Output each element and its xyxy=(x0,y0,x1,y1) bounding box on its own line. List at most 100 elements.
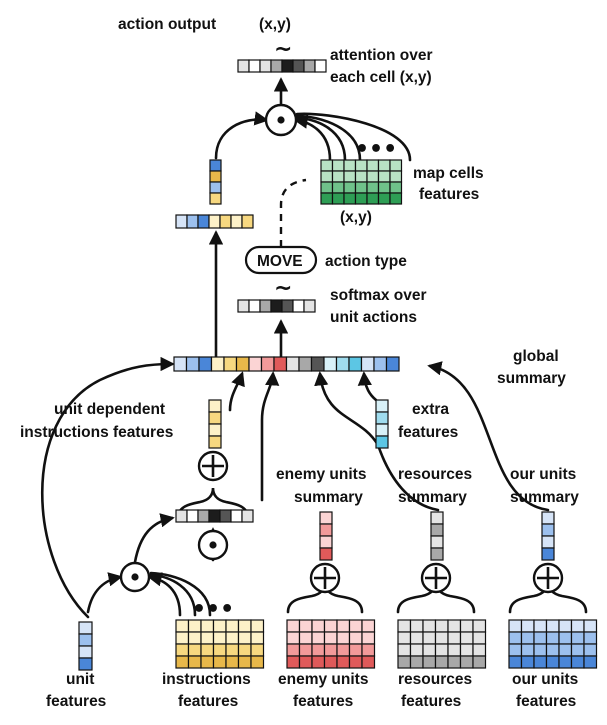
label-softmax-1: softmax over xyxy=(330,287,426,304)
map-cells-cell xyxy=(331,192,345,205)
resources-grid-cell xyxy=(409,643,424,657)
enemy-grid-cell xyxy=(336,631,351,645)
enemy-grid-cell xyxy=(361,643,376,657)
our-units-grid-cell xyxy=(558,643,573,657)
map-cells-cell xyxy=(366,181,380,194)
summary-column-cell xyxy=(209,181,222,194)
label-udi-2: instructions features xyxy=(20,424,173,441)
resources-grid-cell xyxy=(409,655,424,669)
label-extra-2: features xyxy=(398,424,458,441)
label-res-sum-2: summary xyxy=(398,489,467,506)
instructions-grid-cell xyxy=(237,643,252,657)
label-softmax-2: unit actions xyxy=(330,309,417,326)
resources-grid-cell xyxy=(447,643,462,657)
global-summary-cell xyxy=(173,356,188,372)
map-cells-cell xyxy=(320,181,334,194)
resources-grid-cell xyxy=(447,655,462,669)
instruction-attention-vector-cell xyxy=(219,509,232,523)
unit-features-cell xyxy=(78,657,93,671)
enemy-summary-cell xyxy=(319,523,333,537)
unit-features-cell xyxy=(78,621,93,635)
global-summary-cell xyxy=(335,356,350,372)
enemy-grid-cell xyxy=(323,619,338,633)
resources-grid-cell xyxy=(397,631,412,645)
instructions-grid-cell xyxy=(187,655,202,669)
resources-grid-cell xyxy=(397,655,412,669)
instructions-grid-cell xyxy=(187,631,202,645)
enemy-grid-cell xyxy=(286,631,301,645)
enemy-grid-cell xyxy=(336,655,351,669)
enemy-grid-cell xyxy=(311,619,326,633)
map-cells-cell xyxy=(343,159,357,172)
label-attention-1: attention over xyxy=(330,47,432,64)
our-summary-cell xyxy=(541,535,555,549)
attention-vector-cell xyxy=(303,59,316,73)
instructions-grid-cell xyxy=(187,643,202,657)
extra-column-cell xyxy=(375,435,389,449)
map-cells-cell xyxy=(366,170,380,183)
our-units-grid-cell xyxy=(533,631,548,645)
instructions-grid-cell xyxy=(250,643,265,657)
resources-grid-cell xyxy=(459,619,474,633)
map-cells-cell xyxy=(389,170,403,183)
our-summary-cell xyxy=(541,547,555,561)
resources-grid-cell xyxy=(422,643,437,657)
instructions-grid-cell xyxy=(200,631,215,645)
global-summary-cell xyxy=(273,356,288,372)
map-cells-cell xyxy=(354,181,368,194)
res-summary-cell xyxy=(430,535,444,549)
our-units-grid-cell xyxy=(533,643,548,657)
instructions-grid-cell xyxy=(250,631,265,645)
udi-column-cell xyxy=(208,399,222,413)
enemy-grid-cell xyxy=(311,643,326,657)
query-vector-cell xyxy=(197,214,210,229)
instructions-grid-cell xyxy=(175,631,190,645)
our-units-grid-cell xyxy=(583,643,598,657)
operators xyxy=(119,103,564,594)
label-map-cells-2: features xyxy=(419,186,479,203)
instruction-attention-vector-cell xyxy=(230,509,243,523)
attention-vector-cell xyxy=(259,59,272,73)
instructions-grid-cell xyxy=(237,655,252,669)
enemy-grid-cell xyxy=(298,655,313,669)
enemy-grid-cell xyxy=(311,631,326,645)
map-cells-cell xyxy=(354,170,368,183)
label-res-feat-1: resources xyxy=(398,671,472,688)
map-cells-cell xyxy=(343,181,357,194)
resources-grid-cell xyxy=(472,655,487,669)
enemy-grid-cell xyxy=(323,631,338,645)
label-enemy-feat-1: enemy units xyxy=(278,671,368,688)
global-summary-cell xyxy=(235,356,250,372)
label-enemy-sum-1: enemy units xyxy=(276,466,366,483)
map-cells-cell xyxy=(354,192,368,205)
global-summary-cell xyxy=(310,356,325,372)
our-units-grid-cell xyxy=(520,619,535,633)
resources-grid-cell xyxy=(434,655,449,669)
global-summary-cell xyxy=(285,356,300,372)
instruction-attention-vector-cell xyxy=(175,509,188,523)
resources-grid-cell xyxy=(422,631,437,645)
enemy-grid-cell xyxy=(361,655,376,669)
our-units-grid-cell xyxy=(558,619,573,633)
res-summary-cell xyxy=(430,511,444,525)
map-cells-cell xyxy=(331,159,345,172)
query-vector-cell xyxy=(208,214,221,229)
map-cells-cell xyxy=(366,192,380,205)
our-units-grid-cell xyxy=(570,643,585,657)
label-udi-1: unit dependent xyxy=(54,401,165,418)
our-units-grid-cell xyxy=(570,631,585,645)
softmax-vector-cell xyxy=(259,299,272,313)
softmax-vector-cell xyxy=(292,299,305,313)
global-summary-cell xyxy=(198,356,213,372)
query-vector-cell xyxy=(186,214,199,229)
resources-grid-cell xyxy=(447,619,462,633)
labels: action output (x,y) ~ attention over eac… xyxy=(20,16,579,710)
softmax-vector-cell xyxy=(270,299,283,313)
query-vector-cell xyxy=(175,214,188,229)
enemy-grid-cell xyxy=(348,631,363,645)
feature-tensors xyxy=(78,59,598,671)
instructions-grid-cell xyxy=(225,655,240,669)
instruction-attention-vector-cell xyxy=(197,509,210,523)
global-summary-cell xyxy=(373,356,388,372)
our-units-grid-cell xyxy=(558,655,573,669)
